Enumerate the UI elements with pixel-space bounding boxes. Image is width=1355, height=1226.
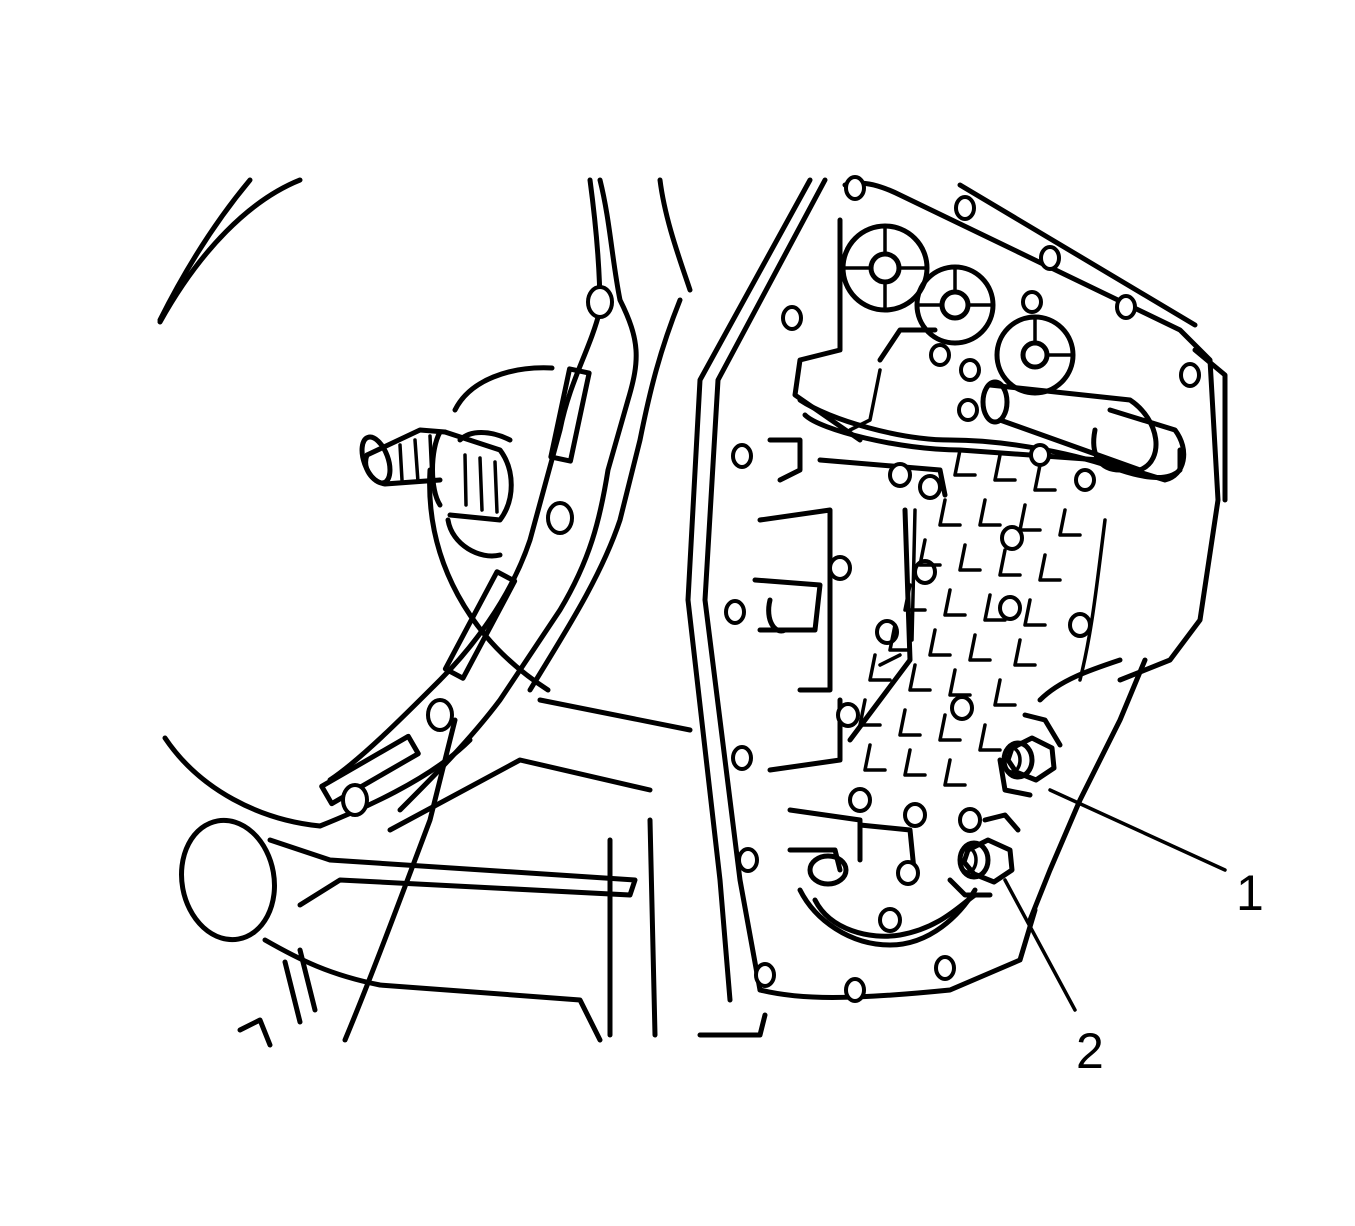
lower-housing [179,697,768,1048]
bolt-1 [997,712,1063,798]
bolt-2 [947,812,1021,898]
bell-housing-flange [319,177,693,817]
callout-1: 1 [1236,865,1264,921]
valve-body [752,217,1187,948]
leader-line-2 [1003,878,1077,1012]
callout-2: 2 [1076,1023,1104,1079]
leader-lines [1003,788,1227,1012]
input-shaft [359,365,555,693]
valve-body-passages [858,448,1082,787]
torque-converter-outline [157,177,473,829]
leader-line-1 [1048,788,1227,872]
callouts: 1 2 [1076,865,1264,1079]
valve-body-flange [685,175,1228,1003]
